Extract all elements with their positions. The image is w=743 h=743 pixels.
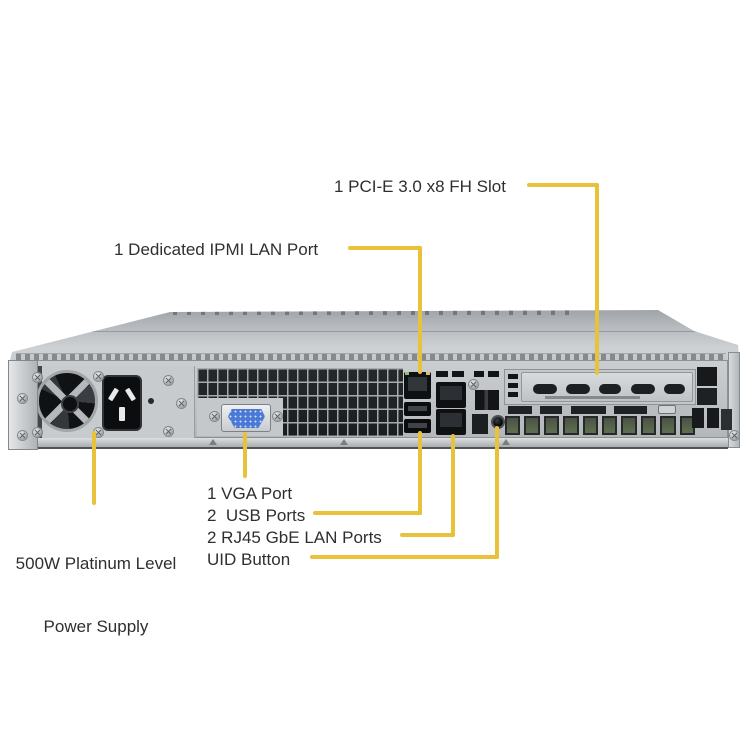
lid-vent-notches xyxy=(173,310,573,315)
usb-tongue xyxy=(408,406,427,411)
callout-line-vga-v xyxy=(243,432,247,478)
fan-hub xyxy=(61,395,79,413)
screw-icon xyxy=(164,427,173,436)
psu-fan-icon xyxy=(36,370,98,432)
bracket-slot xyxy=(508,374,518,379)
label-vga: 1 VGA Port xyxy=(207,484,293,503)
rear-connector xyxy=(692,408,704,428)
ac-pin xyxy=(107,387,120,402)
label-uid: UID Button xyxy=(207,550,291,569)
vent-cell xyxy=(660,416,676,435)
bracket-clip xyxy=(658,405,676,414)
vent-cell xyxy=(563,416,579,435)
vent-cell xyxy=(505,416,521,435)
gbe-lan-port-2 xyxy=(436,409,466,435)
bracket-slot xyxy=(508,392,518,397)
label-lan: 2 RJ45 GbE LAN Ports xyxy=(207,528,382,547)
rear-connector xyxy=(707,408,719,428)
label-ipmi-lan: 1 Dedicated IPMI LAN Port xyxy=(114,240,319,259)
vga-thumbscrew-icon xyxy=(210,412,219,421)
screw-icon xyxy=(469,380,478,389)
screw-icon xyxy=(33,428,42,437)
vent-slot xyxy=(508,406,532,414)
rear-connector xyxy=(697,388,717,405)
bracket-cutout xyxy=(599,384,621,394)
callout-line-ipmi-v xyxy=(418,246,422,374)
screw-icon xyxy=(164,376,173,385)
vent-slot xyxy=(452,371,464,377)
lan-led-green xyxy=(405,372,409,375)
callout-line-lan-v xyxy=(451,434,455,537)
usb-port-1 xyxy=(404,402,431,416)
label-pcie-slot: 1 PCI-E 3.0 x8 FH Slot xyxy=(334,177,506,196)
label-psu-line1: 500W Platinum Level xyxy=(15,553,177,573)
vent-slot xyxy=(436,371,448,377)
vent-slot xyxy=(540,406,562,414)
ac-pin xyxy=(124,387,137,402)
pcb-vent-row xyxy=(505,416,696,435)
screw-icon xyxy=(94,428,103,437)
callout-line-lan-h xyxy=(400,533,455,537)
connector-block xyxy=(472,414,488,434)
callout-line-psu-v xyxy=(92,431,96,505)
screw-icon xyxy=(94,372,103,381)
ac-pin xyxy=(119,407,125,421)
label-usb: 2 USB Ports xyxy=(207,506,306,525)
gbe-lan-port-1 xyxy=(436,382,466,408)
label-psu: 500W Platinum Level Power Supply xyxy=(8,510,184,680)
vent-cell xyxy=(640,416,657,435)
vent-slot xyxy=(474,371,484,377)
label-psu-line2: Power Supply xyxy=(43,617,149,637)
uid-button xyxy=(493,417,503,427)
chassis-bottom-lip xyxy=(14,438,728,449)
callout-line-uid-h xyxy=(310,555,499,559)
screw-icon xyxy=(177,399,186,408)
usb-port-2 xyxy=(404,419,431,433)
screw-icon xyxy=(33,373,42,382)
callout-line-pcie-v xyxy=(595,183,599,375)
vent-slot xyxy=(614,406,647,414)
bracket-slot xyxy=(508,383,518,388)
bracket-cutout xyxy=(664,384,685,394)
ipmi-lan-port xyxy=(404,372,431,399)
lid-seam-line xyxy=(53,331,703,332)
port-contact xyxy=(408,377,427,391)
bracket-thin-slot xyxy=(545,396,640,399)
vent-cell xyxy=(543,416,560,435)
rear-connector xyxy=(721,409,732,430)
rear-connector xyxy=(697,367,717,386)
vent-block xyxy=(475,390,499,410)
rear-hinge-strip xyxy=(16,353,726,361)
callout-line-pcie-h xyxy=(527,183,599,187)
port-contact xyxy=(440,386,462,400)
ac-power-inlet xyxy=(102,375,142,431)
screw-icon xyxy=(730,431,739,440)
bracket-cutout xyxy=(631,384,655,394)
vga-thumbscrew-icon xyxy=(273,412,282,421)
rack-ear-right xyxy=(728,352,740,448)
bracket-cutout xyxy=(566,384,590,394)
port-contact xyxy=(440,413,462,427)
callout-line-uid-v xyxy=(495,426,499,559)
psu-vent-hole xyxy=(148,398,154,404)
usb-tongue xyxy=(408,423,427,428)
callout-line-usb-h xyxy=(313,511,422,515)
vent-cell xyxy=(582,416,599,435)
screw-icon xyxy=(18,394,27,403)
alignment-mark xyxy=(340,439,348,445)
lan-led-amber xyxy=(426,372,430,375)
vent-cell xyxy=(621,416,637,435)
vga-port xyxy=(228,409,265,428)
callout-line-usb-v xyxy=(418,431,422,515)
vent-cell xyxy=(602,416,618,435)
vent-slot xyxy=(571,406,606,414)
callout-line-ipmi-h xyxy=(348,246,422,250)
alignment-mark xyxy=(502,439,510,445)
alignment-mark xyxy=(209,439,217,445)
screw-icon xyxy=(18,431,27,440)
vent-slot xyxy=(488,371,499,377)
bracket-cutout xyxy=(533,384,557,394)
vent-cell xyxy=(524,416,540,435)
